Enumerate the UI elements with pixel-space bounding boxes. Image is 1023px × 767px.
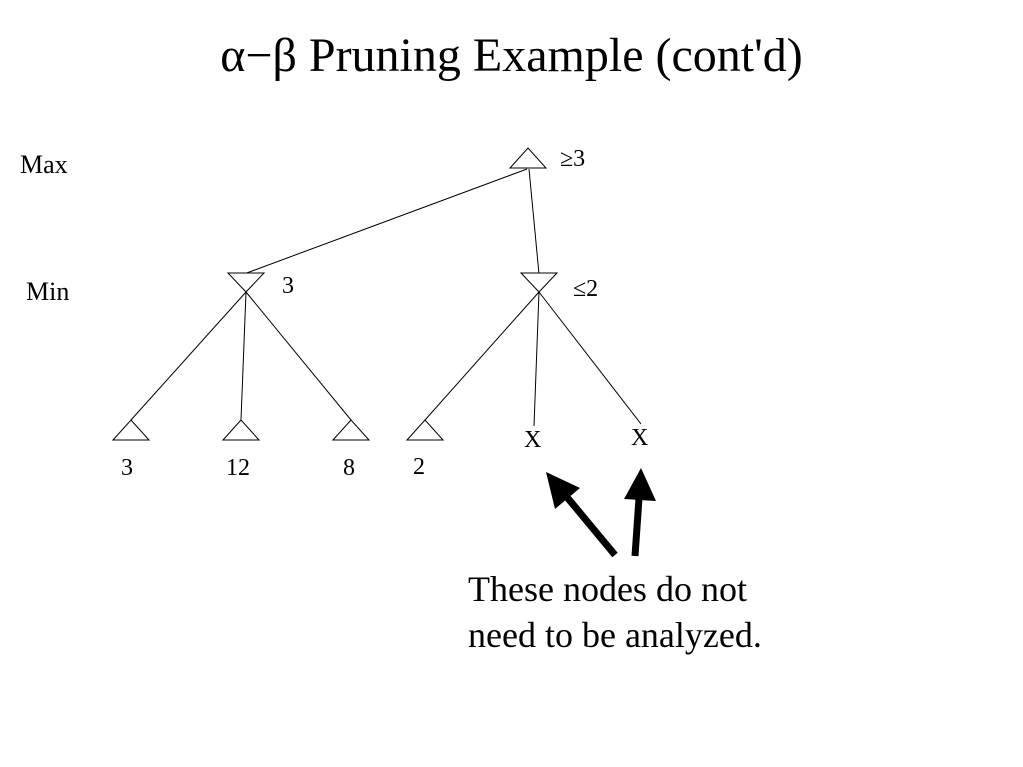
edge-min-left-to-leaf-3 <box>245 291 352 421</box>
tree-edges <box>130 168 642 427</box>
level-label-max: Max <box>20 150 68 179</box>
edge-root-to-min-left <box>243 168 528 275</box>
pointer-arrows <box>546 468 656 558</box>
min-right-value: ≤2 <box>573 276 599 302</box>
leaf-value-4: 2 <box>413 454 425 480</box>
leaf-node-3 <box>331 419 371 441</box>
edge-min-right-to-pruned-2 <box>538 291 642 425</box>
leaf-node-4 <box>405 419 445 441</box>
leaf-node-2 <box>221 419 261 441</box>
edge-min-left-to-leaf-1 <box>130 291 247 421</box>
edge-min-right-to-pruned-1 <box>533 291 540 427</box>
pruned-node-1-marker: X <box>524 427 542 453</box>
tree-nodes <box>111 147 559 441</box>
arrow-to-pruned-2 <box>624 468 656 557</box>
arrow-to-pruned-1 <box>546 472 618 558</box>
root-max-node <box>508 147 548 169</box>
root-value: ≥3 <box>560 146 586 172</box>
leaf-node-1 <box>111 419 151 441</box>
level-label-min: Min <box>26 277 70 306</box>
edge-min-left-to-leaf-2 <box>240 291 247 421</box>
caption-line-2: need to be analyzed. <box>468 615 762 655</box>
min-node-right <box>519 272 559 293</box>
edge-min-right-to-leaf-4 <box>424 291 540 421</box>
pruned-node-2-marker: X <box>631 425 649 451</box>
pruning-caption: These nodes do not need to be analyzed. <box>468 566 762 658</box>
min-node-left <box>226 272 266 293</box>
leaf-value-2: 12 <box>226 455 250 481</box>
leaf-value-1: 3 <box>121 455 133 481</box>
caption-line-1: These nodes do not <box>468 569 747 609</box>
slide-title: α−β Pruning Example (cont'd) <box>220 29 803 82</box>
min-left-value: 3 <box>282 273 294 299</box>
edge-root-to-min-right <box>528 168 540 275</box>
leaf-value-3: 8 <box>343 455 355 481</box>
